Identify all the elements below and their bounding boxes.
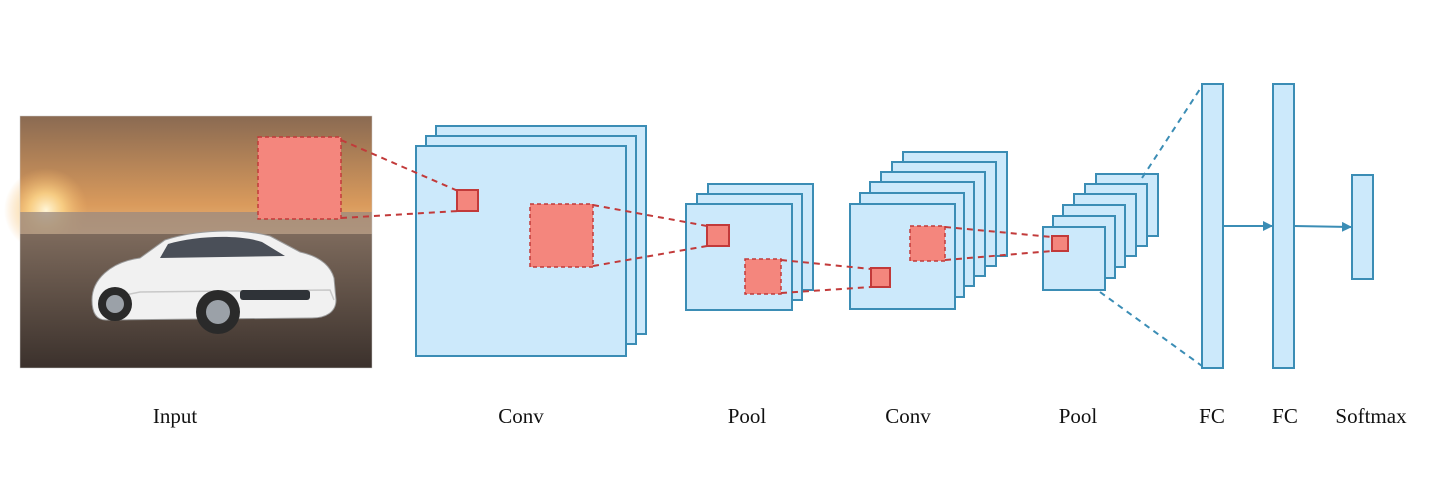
input-image xyxy=(4,115,373,369)
softmax-layer xyxy=(1351,174,1374,280)
pool2-feature-maps xyxy=(1042,173,1159,291)
conv1-small-kernel xyxy=(456,189,479,212)
pool1-large-kernel xyxy=(744,258,782,295)
label-conv2: Conv xyxy=(885,404,931,428)
label-pool1: Pool xyxy=(727,404,767,428)
input-kernel-patch xyxy=(257,136,342,220)
label-fc2: FC xyxy=(1272,404,1298,428)
label-conv1: Conv xyxy=(498,404,544,428)
fc-connectors xyxy=(1099,85,1203,367)
fc1-layer xyxy=(1201,83,1224,369)
pool2-kernel xyxy=(1051,235,1069,252)
kernel-connectors xyxy=(340,139,1053,294)
fc2-to-softmax-arrow xyxy=(1293,221,1352,232)
car-silhouette xyxy=(91,230,337,334)
label-pool2: Pool xyxy=(1058,404,1098,428)
conv1-large-kernel xyxy=(529,203,594,268)
fc2-layer xyxy=(1272,83,1295,369)
conv2-small-kernel xyxy=(870,267,891,288)
label-input: Input xyxy=(152,404,198,428)
conv2-large-kernel xyxy=(909,225,946,262)
pool1-small-kernel xyxy=(706,224,730,247)
label-softmax: Softmax xyxy=(1335,404,1407,428)
label-fc1: FC xyxy=(1199,404,1225,428)
